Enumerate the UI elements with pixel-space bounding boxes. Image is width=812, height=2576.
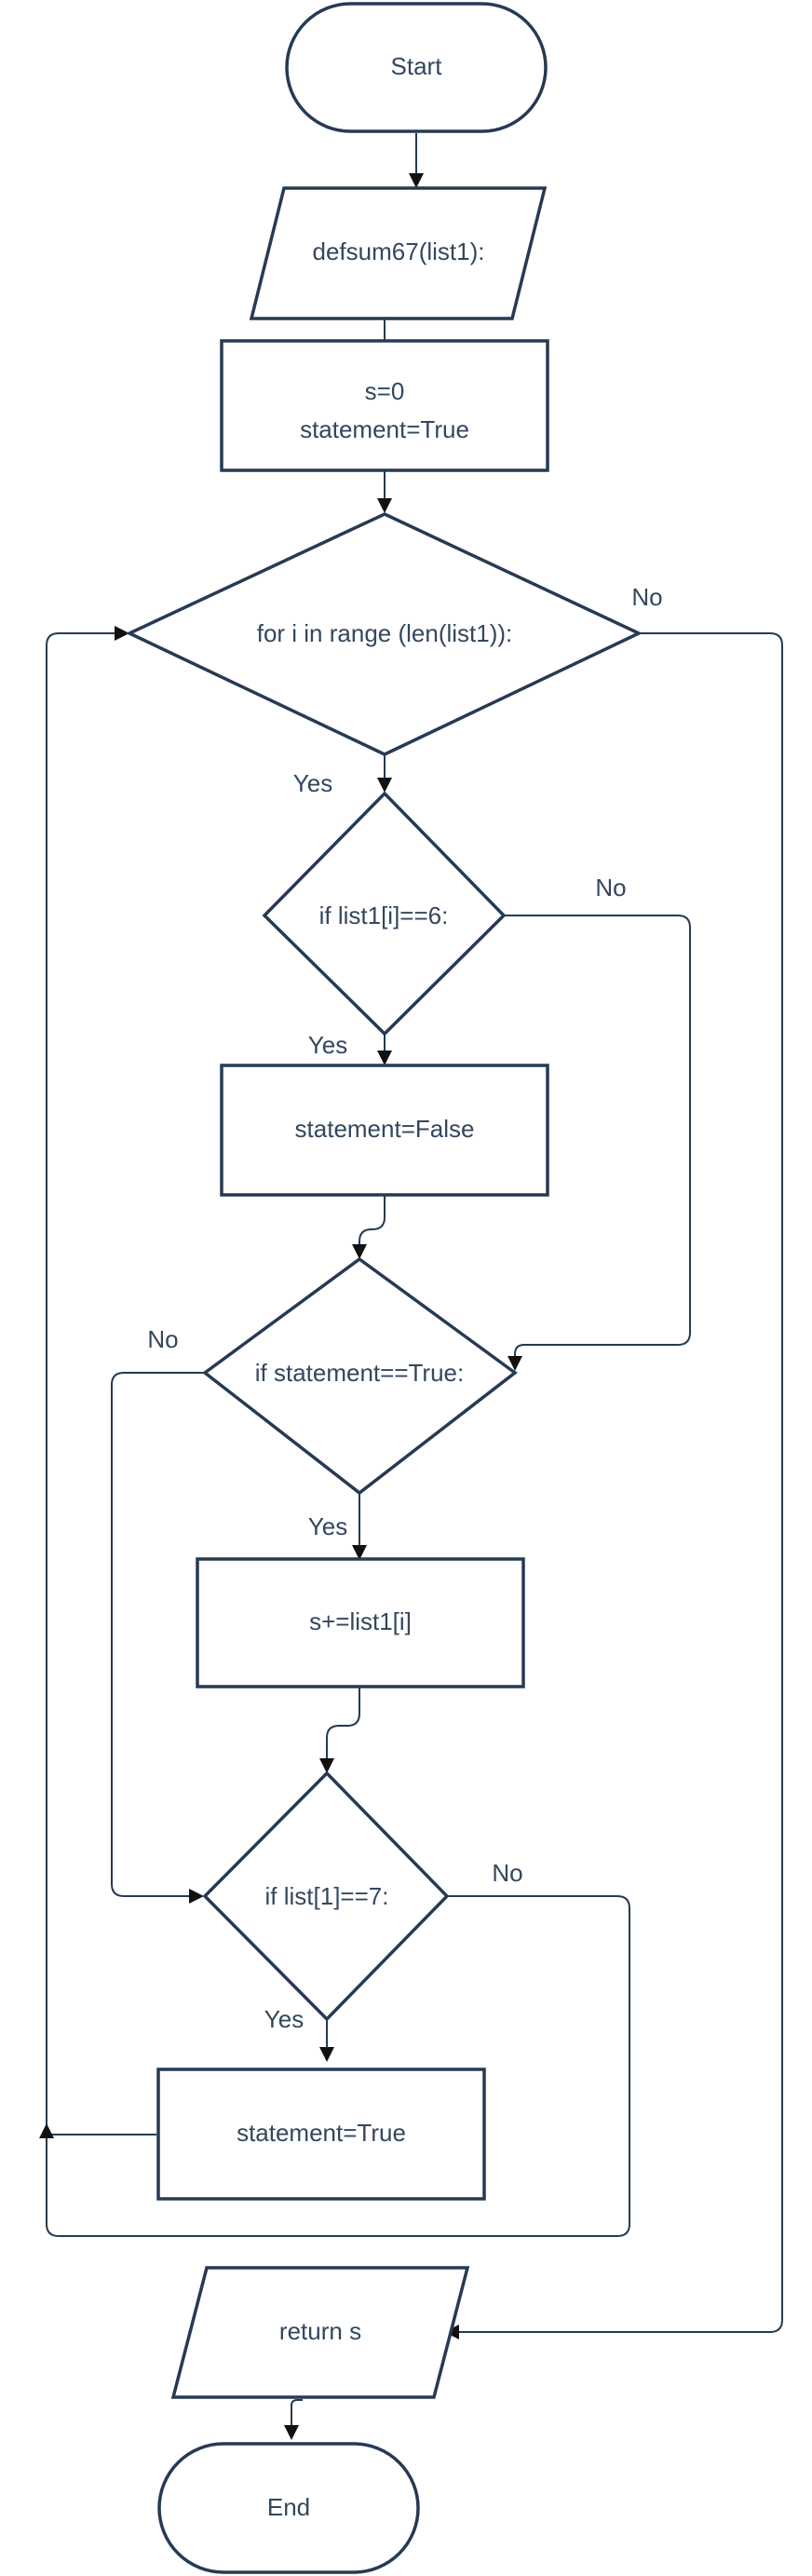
loop-yes-label: Yes xyxy=(293,769,332,797)
add-label: s+=list1[i] xyxy=(309,1607,412,1635)
arrowhead-define xyxy=(409,173,424,188)
set-false-label: statement=False xyxy=(295,1115,475,1143)
loop-no-label: No xyxy=(631,583,662,611)
arrowhead-statement-top xyxy=(352,1244,367,1259)
check-statement-label: if statement==True: xyxy=(255,1359,464,1387)
loop-decision-shape xyxy=(125,512,643,756)
edge-false-to-statement xyxy=(359,1195,386,1247)
start-node: Start xyxy=(285,2,548,133)
arrowhead-six xyxy=(377,778,392,793)
define-node: defsum67(list1): xyxy=(249,186,548,320)
arrowhead-loop-back-up xyxy=(39,2123,54,2138)
edge-seven-no xyxy=(46,1895,630,2237)
arrowhead-loop xyxy=(377,498,392,513)
set-true-node: statement=True xyxy=(156,2068,486,2201)
set-false-process-shape xyxy=(220,1064,549,1197)
return-label: return s xyxy=(279,2317,361,2345)
add-process-shape xyxy=(196,1557,525,1688)
end-terminator-shape xyxy=(157,2442,420,2574)
init-statement-label: statement=True xyxy=(300,415,469,443)
arrowhead-set-true xyxy=(319,2047,334,2062)
arrowhead-end xyxy=(284,2425,299,2440)
init-s-label: s=0 xyxy=(365,377,405,405)
check-seven-decision-shape xyxy=(202,1770,450,2022)
check-seven-node: if list[1]==7: xyxy=(202,1770,450,2022)
arrowhead-add xyxy=(352,1545,367,1560)
seven-yes-label: Yes xyxy=(264,2005,304,2033)
set-true-label: statement=True xyxy=(237,2119,406,2147)
end-label: End xyxy=(267,2493,310,2521)
flowchart-edges xyxy=(46,133,783,2428)
check-six-node: if list1[i]==6: xyxy=(262,791,507,1037)
arrowhead-false xyxy=(377,1051,392,1065)
seven-no-label: No xyxy=(492,1859,522,1887)
check-statement-decision-shape xyxy=(202,1256,518,1496)
set-false-node: statement=False xyxy=(220,1064,549,1197)
check-seven-label: if list[1]==7: xyxy=(265,1882,389,1910)
set-true-process-shape xyxy=(156,2068,486,2201)
define-label: defsum67(list1): xyxy=(313,237,485,265)
six-yes-label: Yes xyxy=(308,1031,347,1059)
six-no-label: No xyxy=(595,874,626,902)
arrowhead-seven-top xyxy=(319,1758,334,1773)
edge-true-to-loop xyxy=(46,632,156,2135)
edge-statement-no xyxy=(111,1372,205,1897)
loop-label: for i in range (len(list1)): xyxy=(257,619,513,647)
end-node: End xyxy=(157,2442,420,2574)
start-terminator-shape xyxy=(285,2,548,133)
init-process-shape xyxy=(220,339,549,472)
check-statement-node: if statement==True: xyxy=(202,1256,518,1496)
flowchart-nodes: Start defsum67(list1): s=0 statement=Tru… xyxy=(125,2,643,2574)
arrowhead-seven-left xyxy=(189,1889,204,1904)
check-six-label: if list1[i]==6: xyxy=(319,902,449,929)
edge-return-to-end xyxy=(291,2399,303,2428)
start-label: Start xyxy=(391,52,443,80)
statement-no-label: No xyxy=(147,1325,178,1353)
define-parallelogram-shape xyxy=(249,186,548,320)
flowchart-arrowheads xyxy=(39,173,522,2440)
return-parallelogram-shape xyxy=(170,2266,470,2399)
check-six-decision-shape xyxy=(262,791,507,1037)
loop-node: for i in range (len(list1)): xyxy=(125,512,643,756)
flowchart-edge-labels: No Yes No Yes No Yes No Yes xyxy=(147,583,662,2033)
arrowhead-statement-right xyxy=(508,1356,522,1371)
statement-yes-label: Yes xyxy=(308,1512,347,1540)
edge-six-no xyxy=(504,915,691,1359)
return-node: return s xyxy=(170,2266,470,2399)
init-node: s=0 statement=True xyxy=(220,339,549,472)
edge-add-to-seven xyxy=(326,1687,360,1761)
add-node: s+=list1[i] xyxy=(196,1557,525,1688)
arrowhead-loop-left xyxy=(115,626,129,641)
edge-loop-no xyxy=(457,632,783,2333)
